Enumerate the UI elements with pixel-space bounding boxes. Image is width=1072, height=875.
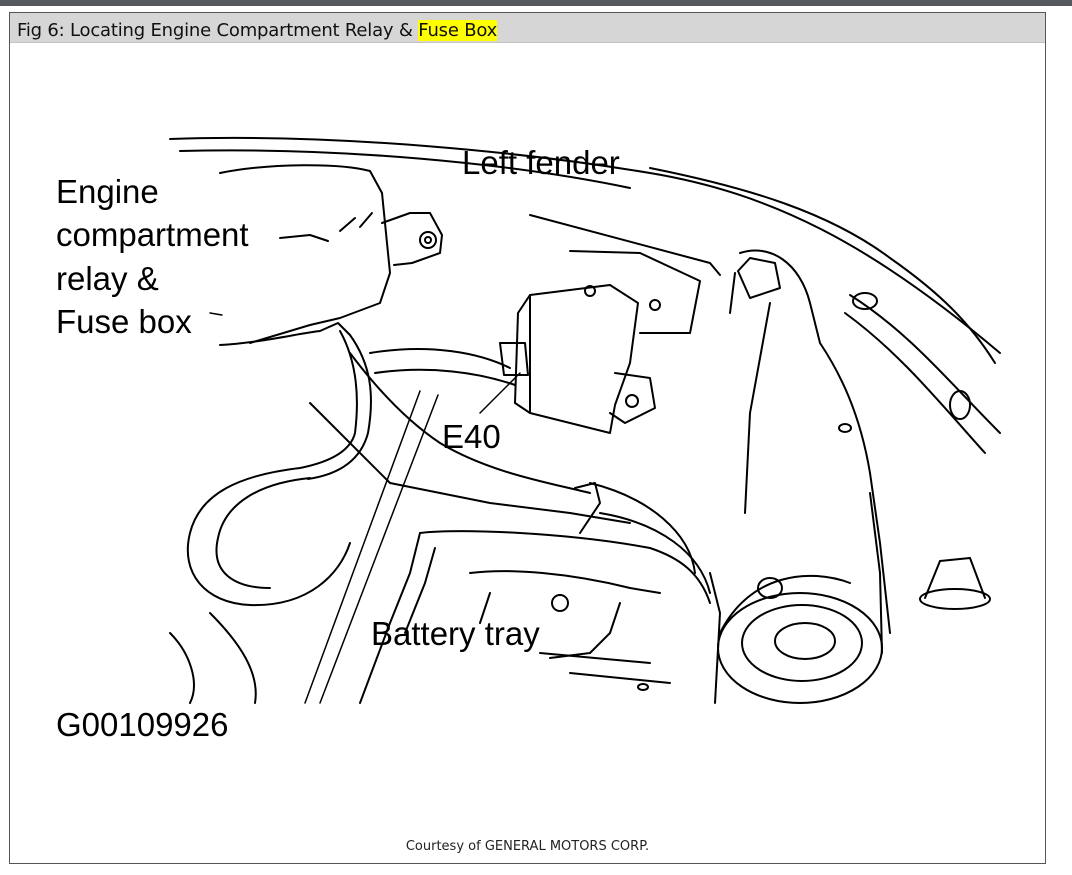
- body-line: [869, 492, 883, 654]
- wire-harness: [599, 512, 711, 594]
- strut-tower: [739, 249, 891, 634]
- bolt: [584, 285, 596, 297]
- wire-harness: [215, 477, 311, 589]
- hood-edge-line: [179, 149, 631, 189]
- hood-edge-line: [169, 136, 1001, 354]
- leader-line: [209, 312, 223, 316]
- body-line: [169, 632, 195, 704]
- leader-line: [319, 394, 439, 704]
- figure-caption-bar: Fig 6: Locating Engine Compartment Relay…: [10, 13, 1045, 43]
- wire-harness: [574, 482, 601, 534]
- bolt: [757, 577, 783, 599]
- leader-line: [304, 390, 421, 704]
- fuse-box-housing: [279, 212, 373, 242]
- fender-line: [649, 167, 996, 364]
- courtesy-note: Courtesy of GENERAL MOTORS CORP.: [405, 839, 650, 854]
- battery-tray: [539, 652, 671, 684]
- label-engine-line2: compartment: [56, 216, 249, 253]
- caption-text: Fig 6: Locating Engine Compartment Relay…: [17, 20, 419, 41]
- wire-harness: [307, 334, 372, 480]
- figure-frame: Fig 6: Locating Engine Compartment Relay…: [9, 12, 1046, 864]
- body-line: [209, 612, 257, 704]
- relay-bracket: [609, 372, 656, 424]
- strut-tower: [729, 272, 771, 514]
- fuse-box-housing: [381, 212, 443, 266]
- strut-mount: [719, 574, 851, 634]
- engine-compartment-diagram: [169, 136, 1001, 704]
- figure-id: G00109926: [56, 706, 229, 743]
- leader-line: [479, 372, 521, 414]
- fender-line: [529, 214, 721, 276]
- relay-block: [569, 250, 701, 334]
- bolt: [419, 231, 437, 249]
- label-engine-line3: relay &: [56, 260, 159, 297]
- hose: [844, 312, 986, 454]
- window-top-bar: [0, 0, 1072, 6]
- reservoir-cap: [919, 588, 991, 610]
- body-line: [709, 572, 721, 704]
- hose-clamp: [949, 390, 971, 420]
- bolt: [649, 299, 661, 311]
- relay-block: [529, 284, 639, 434]
- figure-caption: Fig 6: Locating Engine Compartment Relay…: [17, 20, 497, 41]
- wire-harness: [349, 352, 591, 494]
- hose: [849, 294, 1001, 434]
- relay-block: [514, 294, 531, 414]
- label-left-fender: Left fender: [462, 144, 620, 181]
- battery-tray: [419, 530, 711, 604]
- wire-harness: [186, 330, 358, 607]
- battery-tray: [404, 547, 436, 634]
- bolt: [424, 236, 432, 244]
- label-engine-line4: Fuse box: [56, 303, 192, 340]
- connector: [499, 342, 529, 376]
- battery-tray: [359, 532, 421, 704]
- wire-harness: [369, 348, 511, 369]
- filler-cap: [737, 257, 781, 299]
- bolt: [551, 594, 569, 612]
- label-e40: E40: [442, 418, 501, 455]
- label-engine-line1: Engine: [56, 173, 159, 210]
- label-battery-tray: Battery tray: [371, 615, 540, 652]
- bolt: [637, 683, 649, 691]
- strut-mount: [741, 604, 863, 682]
- fuse-box-housing: [219, 164, 391, 344]
- hose-clamp: [852, 292, 878, 310]
- caption-highlight: Fuse Box: [418, 20, 498, 41]
- battery-tray: [469, 570, 661, 594]
- bolt: [838, 423, 852, 433]
- strut-mount: [774, 622, 836, 660]
- wire-harness: [589, 482, 696, 574]
- wire-harness: [374, 368, 516, 386]
- reservoir-cap: [924, 557, 986, 599]
- fuse-box-housing: [219, 322, 351, 346]
- bolt: [625, 394, 639, 408]
